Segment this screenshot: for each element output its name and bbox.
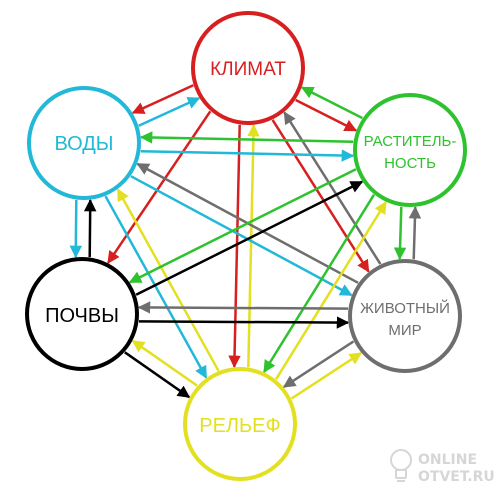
arrow-soils-to-waters (83, 198, 97, 258)
arrow-climate-to-waters (131, 84, 194, 115)
node-relief-circle (183, 367, 297, 481)
connection-arrows (69, 84, 422, 400)
node-vegetation: РАСТИТЕЛЬ- НОСТЬ (353, 93, 467, 207)
arrow-vegetation-to-waters (139, 131, 354, 144)
node-soils-label: ПОЧВЫ (45, 305, 119, 327)
arrow-vegetation-to-climate (300, 86, 363, 120)
node-climate-label: КЛИМАТ (210, 59, 286, 80)
node-waters-label: ВОДЫ (54, 133, 113, 155)
node-soils-circle (25, 257, 139, 371)
arrow-animals-to-relief (282, 340, 355, 388)
arrow-waters-to-vegetation (140, 149, 355, 162)
arrow-climate-to-relief (228, 124, 241, 369)
watermark: ONLINE OTVET.RU (390, 449, 495, 485)
arrow-animals-to-soils (137, 301, 349, 314)
node-waters-circle (27, 86, 141, 200)
watermark-line1: ONLINE (418, 452, 477, 468)
arrow-waters-to-relief (104, 195, 208, 379)
node-animals: ЖИВОТНЫЙ МИР (348, 259, 462, 373)
arrow-soils-to-relief (124, 351, 191, 399)
node-animals-label-line2: МИР (388, 322, 421, 339)
node-vegetation-label-line2: НОСТЬ (384, 155, 436, 172)
node-climate-circle (191, 11, 305, 125)
arrow-vegetation-to-relief (263, 194, 376, 373)
arrow-waters-to-climate (138, 96, 201, 127)
node-relief: РЕЛЬЕФ (183, 367, 297, 481)
node-relief-label: РЕЛЬЕФ (199, 415, 280, 437)
arrow-climate-to-animals (271, 119, 370, 273)
arrow-relief-to-climate (247, 123, 260, 368)
arrow-animals-to-vegetation (408, 205, 422, 260)
arrow-vegetation-to-animals (393, 206, 407, 261)
node-animals-circle (348, 259, 462, 373)
arrow-soils-to-animals (138, 316, 350, 329)
node-vegetation-circle (353, 93, 467, 207)
node-climate: КЛИМАТ (191, 11, 305, 125)
arrow-vegetation-to-soils (128, 168, 357, 284)
arrow-waters-to-soils (69, 199, 83, 259)
arrow-climate-to-soils (107, 110, 212, 264)
arrow-climate-to-vegetation (295, 98, 358, 132)
arrow-soils-to-vegetation (135, 180, 364, 296)
lightbulb-icon (390, 449, 412, 482)
arrow-relief-to-soils (131, 339, 198, 387)
watermark-line2: OTVET.RU (418, 469, 495, 485)
arrow-relief-to-animals (290, 352, 363, 400)
arrow-relief-to-vegetation (274, 201, 387, 380)
node-soils: ПОЧВЫ (25, 257, 139, 371)
factor-nodes: КЛИМАТ ВОДЫ РАСТИТЕЛЬ- НОСТЬ ПОЧВЫ ЖИВОТ… (25, 11, 467, 481)
node-vegetation-label-line1: РАСТИТЕЛЬ- (364, 133, 457, 150)
arrow-waters-to-animals (130, 175, 353, 297)
node-animals-label-line1: ЖИВОТНЫЙ (360, 299, 450, 317)
node-waters: ВОДЫ (27, 86, 141, 200)
